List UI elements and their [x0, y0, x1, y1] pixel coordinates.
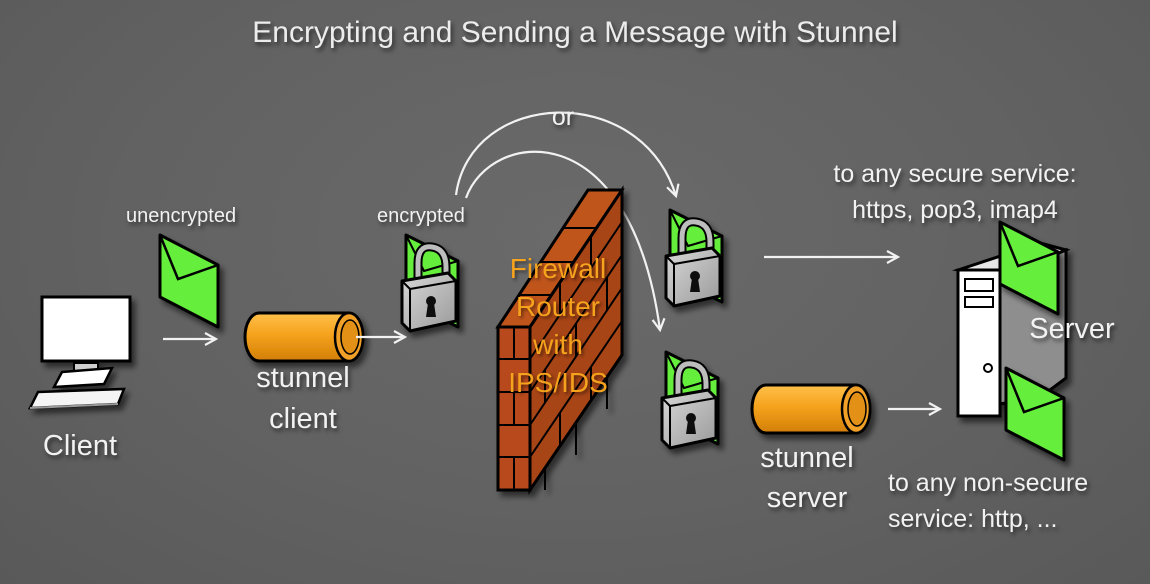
- curved-arrow-to-nonsecure: [464, 150, 660, 330]
- firewall-label-line: Router: [515, 291, 601, 322]
- stunnel-server-tunnel-icon: [750, 383, 872, 435]
- stunnel-client-label-line1: stunnel: [256, 362, 350, 394]
- firewall-label-line: with: [533, 329, 583, 360]
- encrypted-label: encrypted: [377, 205, 465, 227]
- firewall-label: Firewall Router with IPS/IDS: [488, 250, 628, 402]
- secure-service-label-line2: https, pop3, imap4: [852, 196, 1058, 224]
- client-label: Client: [42, 430, 118, 462]
- firewall-brick-wall-icon: [495, 185, 625, 495]
- unencrypted-envelope-icon: [158, 233, 220, 329]
- stunnel-client-tunnel-icon: [243, 311, 365, 363]
- stunnel-client-label-line2: client: [269, 403, 337, 435]
- stunnel-server-label-line1: stunnel: [760, 442, 854, 474]
- diagram-title: Encrypting and Sending a Message with St…: [252, 16, 898, 49]
- server-label: Server: [1029, 313, 1115, 345]
- firewall-label-line: Firewall: [509, 253, 607, 284]
- nonsecure-path-envelope-lock-icon: [662, 352, 718, 448]
- encrypted-envelope-lock-icon: [402, 235, 458, 331]
- nonsecure-service-label-line2: service: http, ...: [888, 505, 1058, 533]
- curved-arrow-to-secure: [454, 111, 676, 196]
- nonsecure-service-label-line1: to any non-secure: [888, 469, 1089, 497]
- or-label: or: [551, 103, 575, 131]
- secure-path-envelope-lock-icon: [666, 210, 722, 306]
- firewall-label-line: IPS/IDS: [508, 367, 608, 398]
- unencrypted-label: unencrypted: [126, 205, 237, 227]
- stunnel-server-label-line2: server: [766, 482, 848, 514]
- secure-service-label-line1: to any secure service:: [833, 160, 1077, 188]
- client-computer-icon: [27, 295, 132, 410]
